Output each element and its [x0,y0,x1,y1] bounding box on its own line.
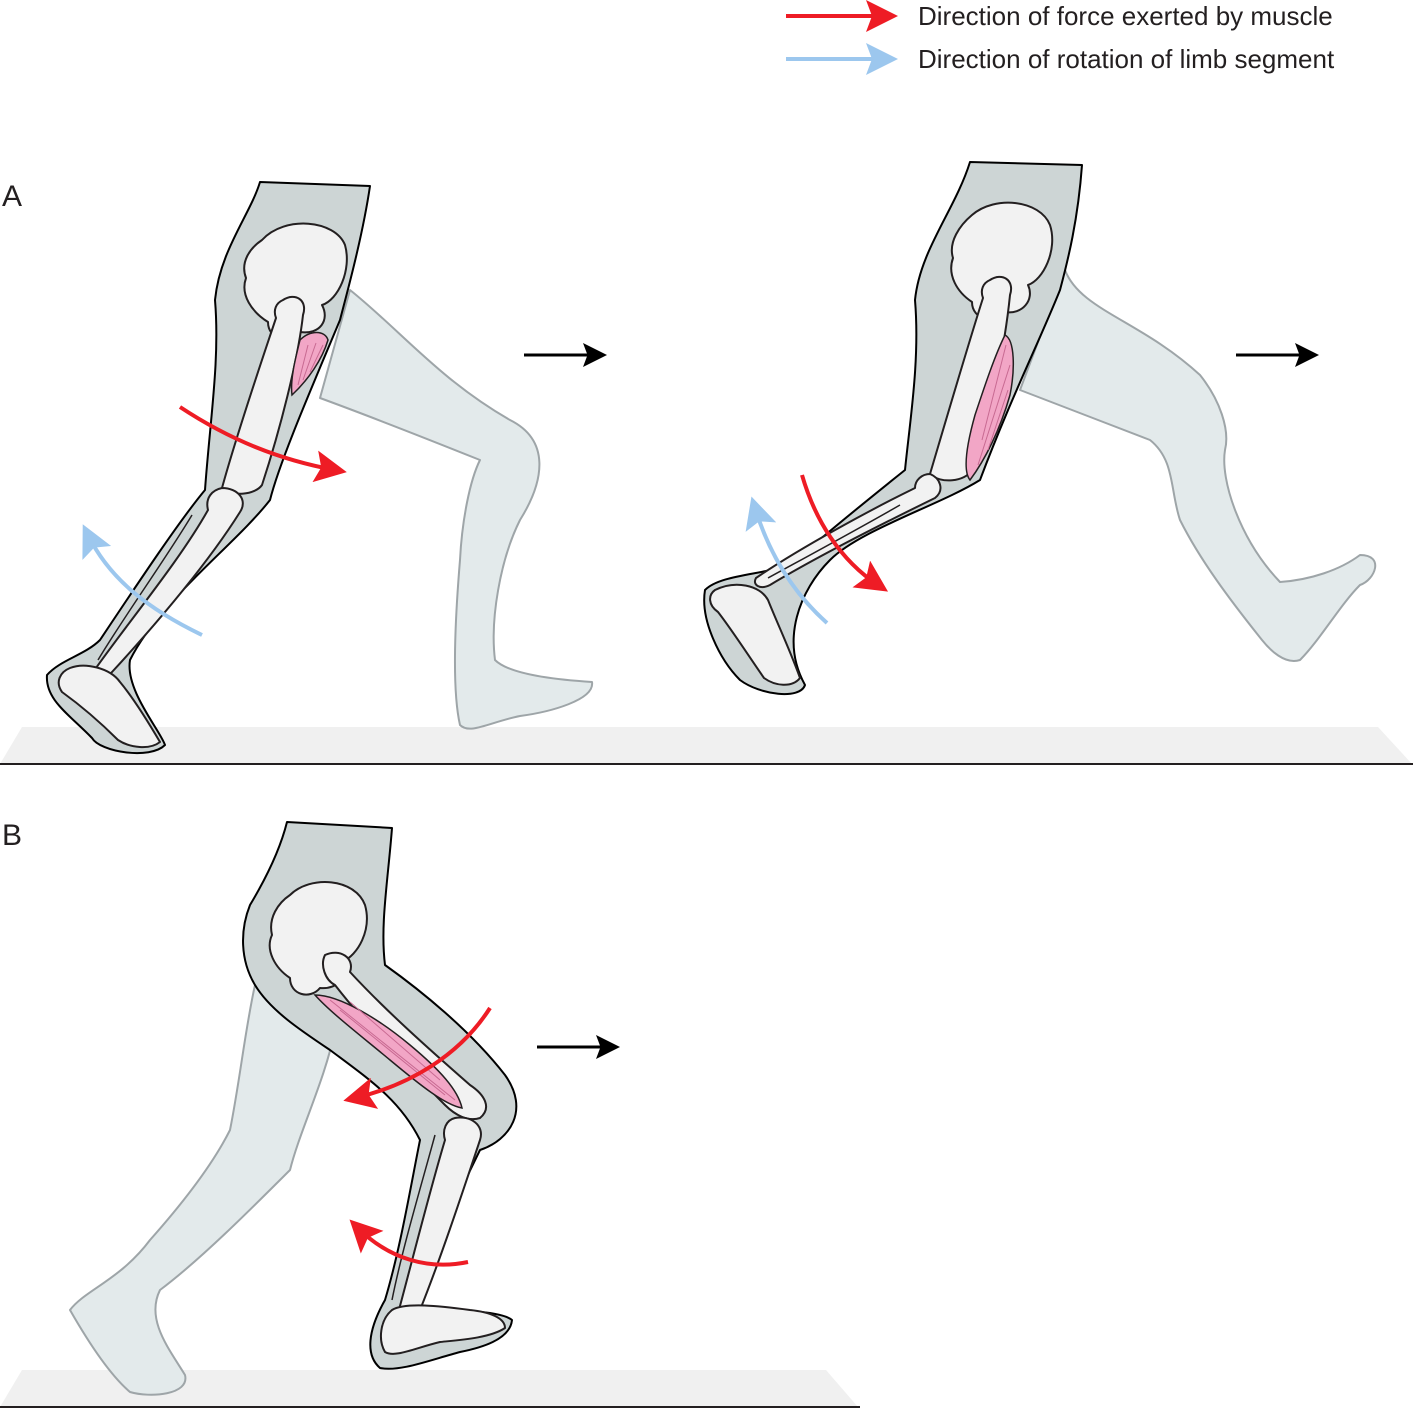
ghost-leg [1019,269,1377,662]
foot-bones [57,664,161,748]
force-arrow [800,474,889,592]
rotation-arrow [82,524,203,637]
rotation-arrow [745,496,829,625]
pelvis [243,222,348,341]
force-arrow [343,1006,492,1109]
panel-b-label: B [2,819,22,852]
muscle-fiber [297,342,324,386]
force-arrow [349,1219,469,1267]
femur [221,295,306,495]
hip-flexor-muscle [290,331,329,397]
hamstring-muscle [313,994,463,1109]
swing-leg [242,821,518,1370]
legend-force-label: Direction of force exerted by muscle [918,1,1333,31]
tibia [94,487,244,678]
femur [929,275,1013,482]
fibula [391,1134,436,1301]
pelvis [950,201,1054,321]
ghost-leg [69,984,336,1396]
swing-leg [703,161,1083,696]
foot-bones [709,583,801,686]
fibula [97,514,193,661]
stance-leg [45,181,371,755]
panel-a-floor [0,727,1413,765]
muscle-fiber [329,999,456,1101]
muscle-fiber [977,344,1011,466]
legend-rotation-label: Direction of rotation of limb segment [918,44,1335,74]
foot-bones [379,1304,506,1355]
panel-a-label: A [2,180,22,213]
force-arrow [178,405,347,483]
panel-b-floor [0,1370,860,1408]
tibia [754,473,942,588]
ghost-leg [319,289,594,730]
legend: Direction of force exerted by muscle Dir… [786,0,1335,75]
